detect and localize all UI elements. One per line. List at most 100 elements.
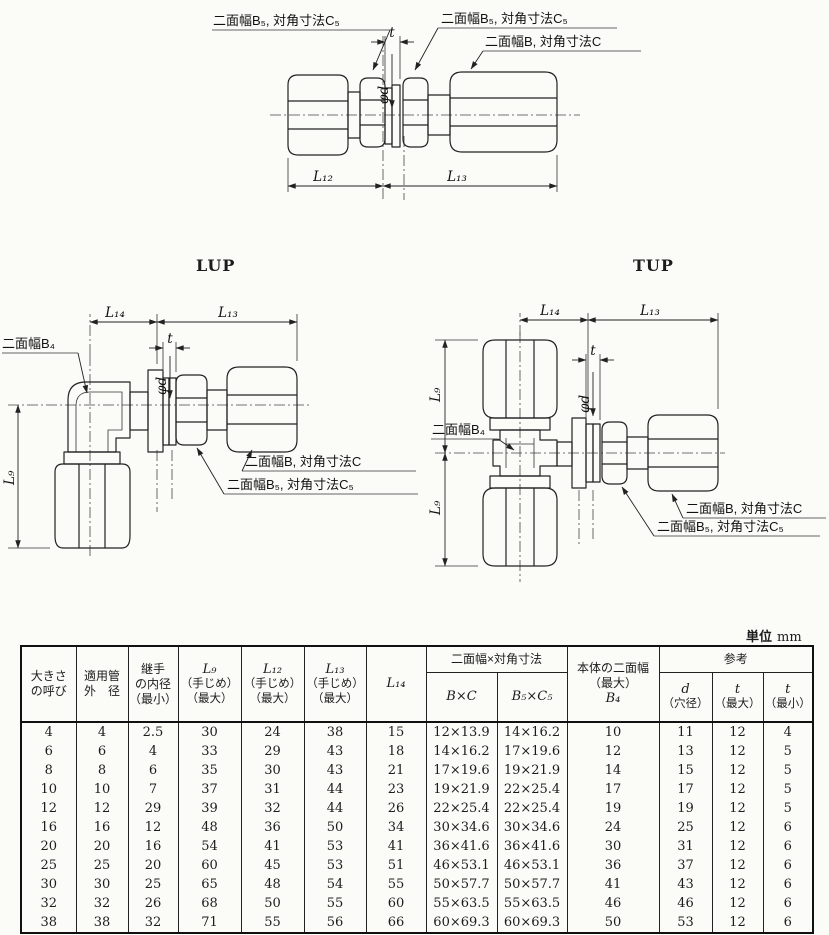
table-cell: 46×53.1 (496, 856, 568, 875)
col-header-d: d（穴径） (658, 671, 713, 723)
table-cell: 60×69.3 (496, 913, 568, 933)
table-cell: 14×16.2 (496, 722, 568, 742)
col-header-t-min-note: （最小） (764, 698, 811, 711)
col-header-d-note: （穴径） (662, 698, 709, 711)
table-cell: 68 (177, 894, 242, 913)
table-cell: 12 (711, 761, 764, 780)
table-cell: 60 (365, 894, 427, 913)
table-cell: 15 (365, 722, 427, 742)
table-cell: 4 (75, 722, 129, 742)
table-cell: 6 (20, 742, 77, 761)
table-cell: 45 (240, 856, 305, 875)
table-cell: 32 (240, 799, 305, 818)
col-header-size-label: 大きさ の呼び (30, 669, 67, 698)
table-cell: 12 (711, 742, 764, 761)
table-cell: 12 (711, 837, 764, 856)
table-cell: 6 (75, 742, 129, 761)
unit-label: 単位 (746, 629, 773, 644)
table-cell: 56 (303, 913, 367, 933)
table-cell: 32 (75, 894, 129, 913)
col-header-L12: L₁₂（手じめ） （最大） (240, 645, 305, 723)
table-cell: 46×53.1 (425, 856, 498, 875)
table-cell: 11 (658, 722, 713, 742)
dim-L9: L₉ (2, 470, 18, 486)
table-cell: 12 (711, 722, 764, 742)
table-cell: 17×19.6 (425, 761, 498, 780)
table-cell: 6 (762, 856, 814, 875)
col-header-L12-symbol: L₁₂ (262, 661, 283, 677)
dim-L13: L₁₃ (217, 305, 238, 321)
table-cell: 36×41.6 (496, 837, 568, 856)
table-cell: 12 (711, 894, 764, 913)
col-header-t-max-symbol: t (734, 681, 741, 697)
table-cell: 5 (762, 742, 814, 761)
dim-phi-d: φd (154, 377, 170, 395)
table-cell: 10 (566, 722, 660, 742)
table-cell: 8 (75, 761, 129, 780)
table-cell: 48 (177, 818, 242, 837)
table-cell: 8 (20, 761, 77, 780)
table-cell: 46 (658, 894, 713, 913)
table-cell: 48 (240, 875, 305, 894)
label-b5c5-right: 二面幅B₅, 対角寸法C₅ (441, 11, 568, 26)
table-cell: 38 (20, 913, 77, 933)
table-cell: 50 (303, 818, 367, 837)
table-cell: 53 (658, 913, 713, 933)
table-cell: 53 (303, 837, 367, 856)
col-header-pipe-od: 適用管 外 径 (75, 645, 129, 723)
table-cell: 4 (127, 742, 179, 761)
table-cell: 12 (20, 799, 77, 818)
table-cell: 30 (566, 837, 660, 856)
table-cell: 38 (75, 913, 129, 933)
table-cell: 12 (75, 799, 129, 818)
table-cell: 46 (566, 894, 660, 913)
table-cell: 55 (240, 913, 305, 933)
table-cell: 6 (762, 837, 814, 856)
table-cell: 20 (127, 856, 179, 875)
table-cell: 65 (177, 875, 242, 894)
table-cell: 10 (20, 780, 77, 799)
table-cell: 6 (762, 875, 814, 894)
label-bc: 二面幅B, 対角寸法C (485, 34, 601, 49)
table-cell: 43 (303, 742, 367, 761)
lup-centerlines (8, 314, 310, 558)
union-centerlines (270, 36, 580, 200)
dim-L9-bottom: L₉ (428, 500, 444, 516)
tup-dimensions: L₁₄ L₁₃ L₉ L₉ t φd (428, 303, 719, 567)
table-cell: 24 (566, 818, 660, 837)
table-cell: 20 (20, 837, 77, 856)
col-header-b5xc5: B₅×C₅ (496, 671, 568, 723)
col-header-L14-symbol: L₁₄ (386, 676, 406, 692)
table-cell: 55 (365, 875, 427, 894)
dim-L13: L₁₃ (639, 303, 660, 319)
group-header-reference: 参考 (658, 645, 814, 673)
col-header-t-max: t（最大） (711, 671, 764, 723)
table-cell: 6 (762, 818, 814, 837)
col-header-bore: 継手 の内径 （最小） (127, 645, 179, 723)
union-body (287, 71, 558, 156)
table-cell: 37 (177, 780, 242, 799)
col-header-bxc: B×C (425, 671, 498, 723)
lup-title: LUP (196, 256, 236, 275)
table-cell: 5 (762, 761, 814, 780)
table-cell: 29 (127, 799, 179, 818)
col-header-L14: L₁₄ (365, 645, 427, 723)
table-cell: 17×19.6 (496, 742, 568, 761)
table-cell: 12 (711, 856, 764, 875)
group-header-reference-label: 参考 (723, 652, 748, 667)
col-header-L13-note: （手じめ） （最大） (306, 678, 364, 705)
tup-body (482, 339, 719, 567)
table-cell: 22×25.4 (496, 799, 568, 818)
table-cell: 22×25.4 (425, 799, 498, 818)
table-cell: 19 (658, 799, 713, 818)
col-header-body-width: 本体の二面幅 （最大）B₄ (566, 645, 660, 723)
table-cell: 30×34.6 (425, 818, 498, 837)
label-b5c5: 二面幅B₅, 対角寸法C₅ (657, 519, 784, 534)
col-header-pipe-od-label: 適用管 外 径 (83, 669, 120, 698)
